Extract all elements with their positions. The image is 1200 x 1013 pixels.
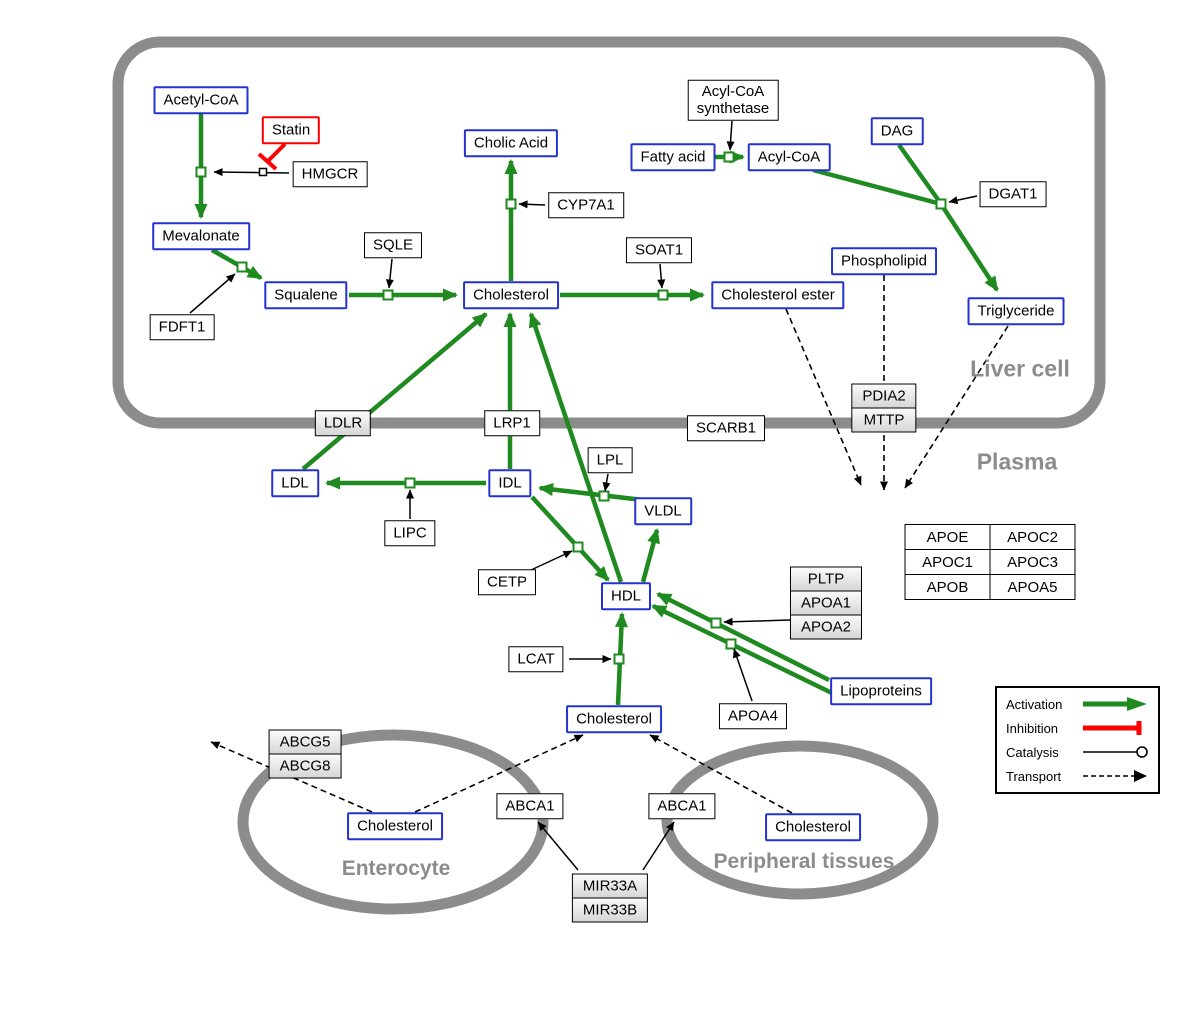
node-cholesterol-liver: Cholesterol xyxy=(463,281,559,309)
catalysis-edges xyxy=(189,120,978,871)
apo-cell: APOA5 xyxy=(990,575,1075,599)
node-apoa2: APOA2 xyxy=(790,615,862,639)
node-cholic-acid: Cholic Acid xyxy=(463,129,559,157)
node-fatty-acid: Fatty acid xyxy=(630,143,716,171)
apo-cell: APOC1 xyxy=(905,550,990,574)
node-cholesterol-peripheral: Cholesterol xyxy=(765,813,861,841)
legend-row-transport: Transport xyxy=(1006,767,1149,785)
apo-cell: APOE xyxy=(905,525,990,549)
inhibition-tbar-icon xyxy=(1083,721,1142,735)
node-acyl-coa: Acyl-CoA xyxy=(747,143,831,171)
node-scarb1: SCARB1 xyxy=(686,415,766,441)
inhibition-edge xyxy=(257,142,287,171)
apo-cell: APOB xyxy=(905,575,990,599)
node-abca1-enterocyte: ABCA1 xyxy=(496,793,564,819)
stack-mir33a-mir33b: MIR33A MIR33B xyxy=(571,873,649,923)
node-lipc: LIPC xyxy=(384,520,436,546)
legend-row-activation: Activation xyxy=(1006,695,1149,713)
node-ldl: LDL xyxy=(271,469,319,497)
legend-transport-label: Transport xyxy=(1006,768,1062,784)
node-acetyl-coa: Acetyl-CoA xyxy=(153,86,249,114)
node-abcg5: ABCG5 xyxy=(269,730,341,754)
legend-row-catalysis: Catalysis xyxy=(1006,743,1149,761)
node-pltp: PLTP xyxy=(790,567,862,591)
peripheral-tissues-label: Peripheral tissues xyxy=(713,850,895,873)
node-dgat1: DGAT1 xyxy=(979,181,1047,207)
node-pdia2: PDIA2 xyxy=(852,384,916,408)
node-hdl: HDL xyxy=(600,582,652,610)
transport-dashed-arrow-icon xyxy=(1083,770,1147,782)
enterocyte-label: Enterocyte xyxy=(341,857,451,880)
node-mevalonate: Mevalonate xyxy=(152,222,250,250)
node-sqle: SQLE xyxy=(363,232,423,258)
node-cholesterol-ester: Cholesterol ester xyxy=(711,281,845,309)
node-acyl-coa-synthetase: Acyl-CoA synthetase xyxy=(687,79,779,121)
node-triglyceride: Triglyceride xyxy=(967,297,1065,325)
node-dag: DAG xyxy=(870,117,924,145)
node-cyp7a1: CYP7A1 xyxy=(548,192,624,218)
node-ldlr: LDLR xyxy=(314,410,372,436)
transport-edges xyxy=(210,275,1009,814)
catalysis-junctions xyxy=(195,151,947,665)
node-soat1: SOAT1 xyxy=(625,237,693,263)
node-lipoproteins: Lipoproteins xyxy=(830,677,932,705)
node-squalene: Squalene xyxy=(264,281,348,309)
legend: Activation Inhibition Catalysis Transpor… xyxy=(995,686,1160,794)
acyl-coa-synthetase-line2: synthetase xyxy=(696,100,770,117)
node-cholesterol-plasma: Cholesterol xyxy=(566,705,662,733)
node-mttp: MTTP xyxy=(852,408,916,432)
node-statin: Statin xyxy=(261,116,321,144)
apolipoprotein-table: APOE APOC2 APOC1 APOC3 APOB APOA5 xyxy=(904,524,1076,600)
node-lrp1: LRP1 xyxy=(484,410,540,436)
apo-cell: APOC3 xyxy=(990,550,1075,574)
legend-row-inhibition: Inhibition xyxy=(1006,719,1149,737)
node-fdft1: FDFT1 xyxy=(149,314,215,340)
activation-arrow-icon xyxy=(1083,697,1147,711)
node-abca1-peripheral: ABCA1 xyxy=(648,793,716,819)
liver-cell-label: Liver cell xyxy=(970,355,1070,382)
activation-edges xyxy=(194,113,999,706)
stack-pdia2-mttp: PDIA2 MTTP xyxy=(851,383,917,433)
node-idl: IDL xyxy=(488,469,532,497)
node-lcat: LCAT xyxy=(508,646,564,672)
node-apoa4: APOA4 xyxy=(718,703,788,729)
node-apoa1: APOA1 xyxy=(790,591,862,615)
plasma-label: Plasma xyxy=(976,448,1058,475)
stack-abcg5-abcg8: ABCG5 ABCG8 xyxy=(268,729,342,779)
node-hmgcr: HMGCR xyxy=(292,161,368,187)
catalysis-circle-icon xyxy=(1083,746,1148,758)
legend-catalysis-label: Catalysis xyxy=(1006,744,1059,760)
node-cholesterol-enterocyte: Cholesterol xyxy=(347,812,443,840)
node-vldl: VLDL xyxy=(634,497,692,525)
stack-pltp-apoa1-apoa2: PLTP APOA1 APOA2 xyxy=(789,566,863,640)
legend-activation-label: Activation xyxy=(1006,696,1063,712)
node-abcg8: ABCG8 xyxy=(269,754,341,778)
hmgcr-junction xyxy=(258,167,268,177)
node-mir33b: MIR33B xyxy=(572,898,648,922)
node-phospholipid: Phospholipid xyxy=(831,247,937,275)
acyl-coa-synthetase-line1: Acyl-CoA xyxy=(701,82,765,100)
legend-inhibition-label: Inhibition xyxy=(1006,720,1059,736)
node-lpl: LPL xyxy=(587,447,633,473)
node-cetp: CETP xyxy=(477,569,537,595)
node-mir33a: MIR33A xyxy=(572,874,648,898)
apo-cell: APOC2 xyxy=(990,525,1075,549)
